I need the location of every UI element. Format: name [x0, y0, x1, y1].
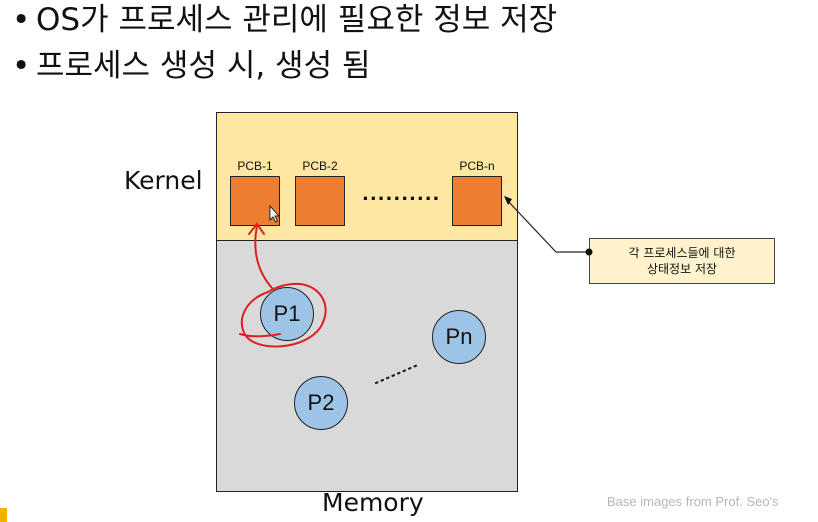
callout-arrowhead-icon	[504, 196, 512, 205]
pcb-n-title: PCB-n	[459, 159, 495, 173]
process-pn: Pn	[432, 310, 486, 364]
red-arrowhead-icon	[248, 222, 265, 235]
red-annotation-circle	[240, 282, 327, 348]
callout-connector-line	[505, 198, 589, 253]
bullet-os-stores-info: •OS가 프로세스 관리에 필요한 정보 저장	[12, 2, 557, 38]
callout-line-1: 각 프로세스들에 대한	[628, 246, 736, 260]
bullet-text: 프로세스 생성 시, 생성 됨	[36, 48, 371, 84]
pcb-1-title: PCB-1	[237, 159, 273, 173]
process-p1: P1	[260, 287, 314, 341]
memory-label: Memory	[322, 488, 424, 517]
callout-connector-dot	[585, 248, 593, 256]
pcb-callout: 각 프로세스들에 대한 상태정보 저장	[589, 238, 775, 284]
red-annotation-tail	[239, 333, 281, 338]
process-p2: P2	[294, 376, 348, 430]
mouse-cursor-icon	[269, 204, 281, 223]
bullet-dot: •	[12, 2, 31, 38]
pcb-2-title: PCB-2	[302, 159, 338, 173]
bullet-created-on-process-creation: •프로세스 생성 시, 생성 됨	[12, 48, 370, 84]
pcb-2-box	[295, 176, 345, 226]
corner-accent	[0, 508, 7, 522]
image-credit: Base images from Prof. Seo's	[607, 494, 779, 509]
kernel-label: Kernel	[124, 166, 203, 195]
pcb-n-box	[452, 176, 502, 226]
red-annotation-arrow	[254, 225, 273, 289]
bullet-text: OS가 프로세스 관리에 필요한 정보 저장	[36, 2, 558, 38]
bullet-dot: •	[12, 48, 31, 84]
callout-line-2: 상태정보 저장	[646, 262, 718, 276]
process-ellipsis-dots	[374, 362, 422, 385]
pcb-ellipsis: ..........	[362, 184, 441, 205]
